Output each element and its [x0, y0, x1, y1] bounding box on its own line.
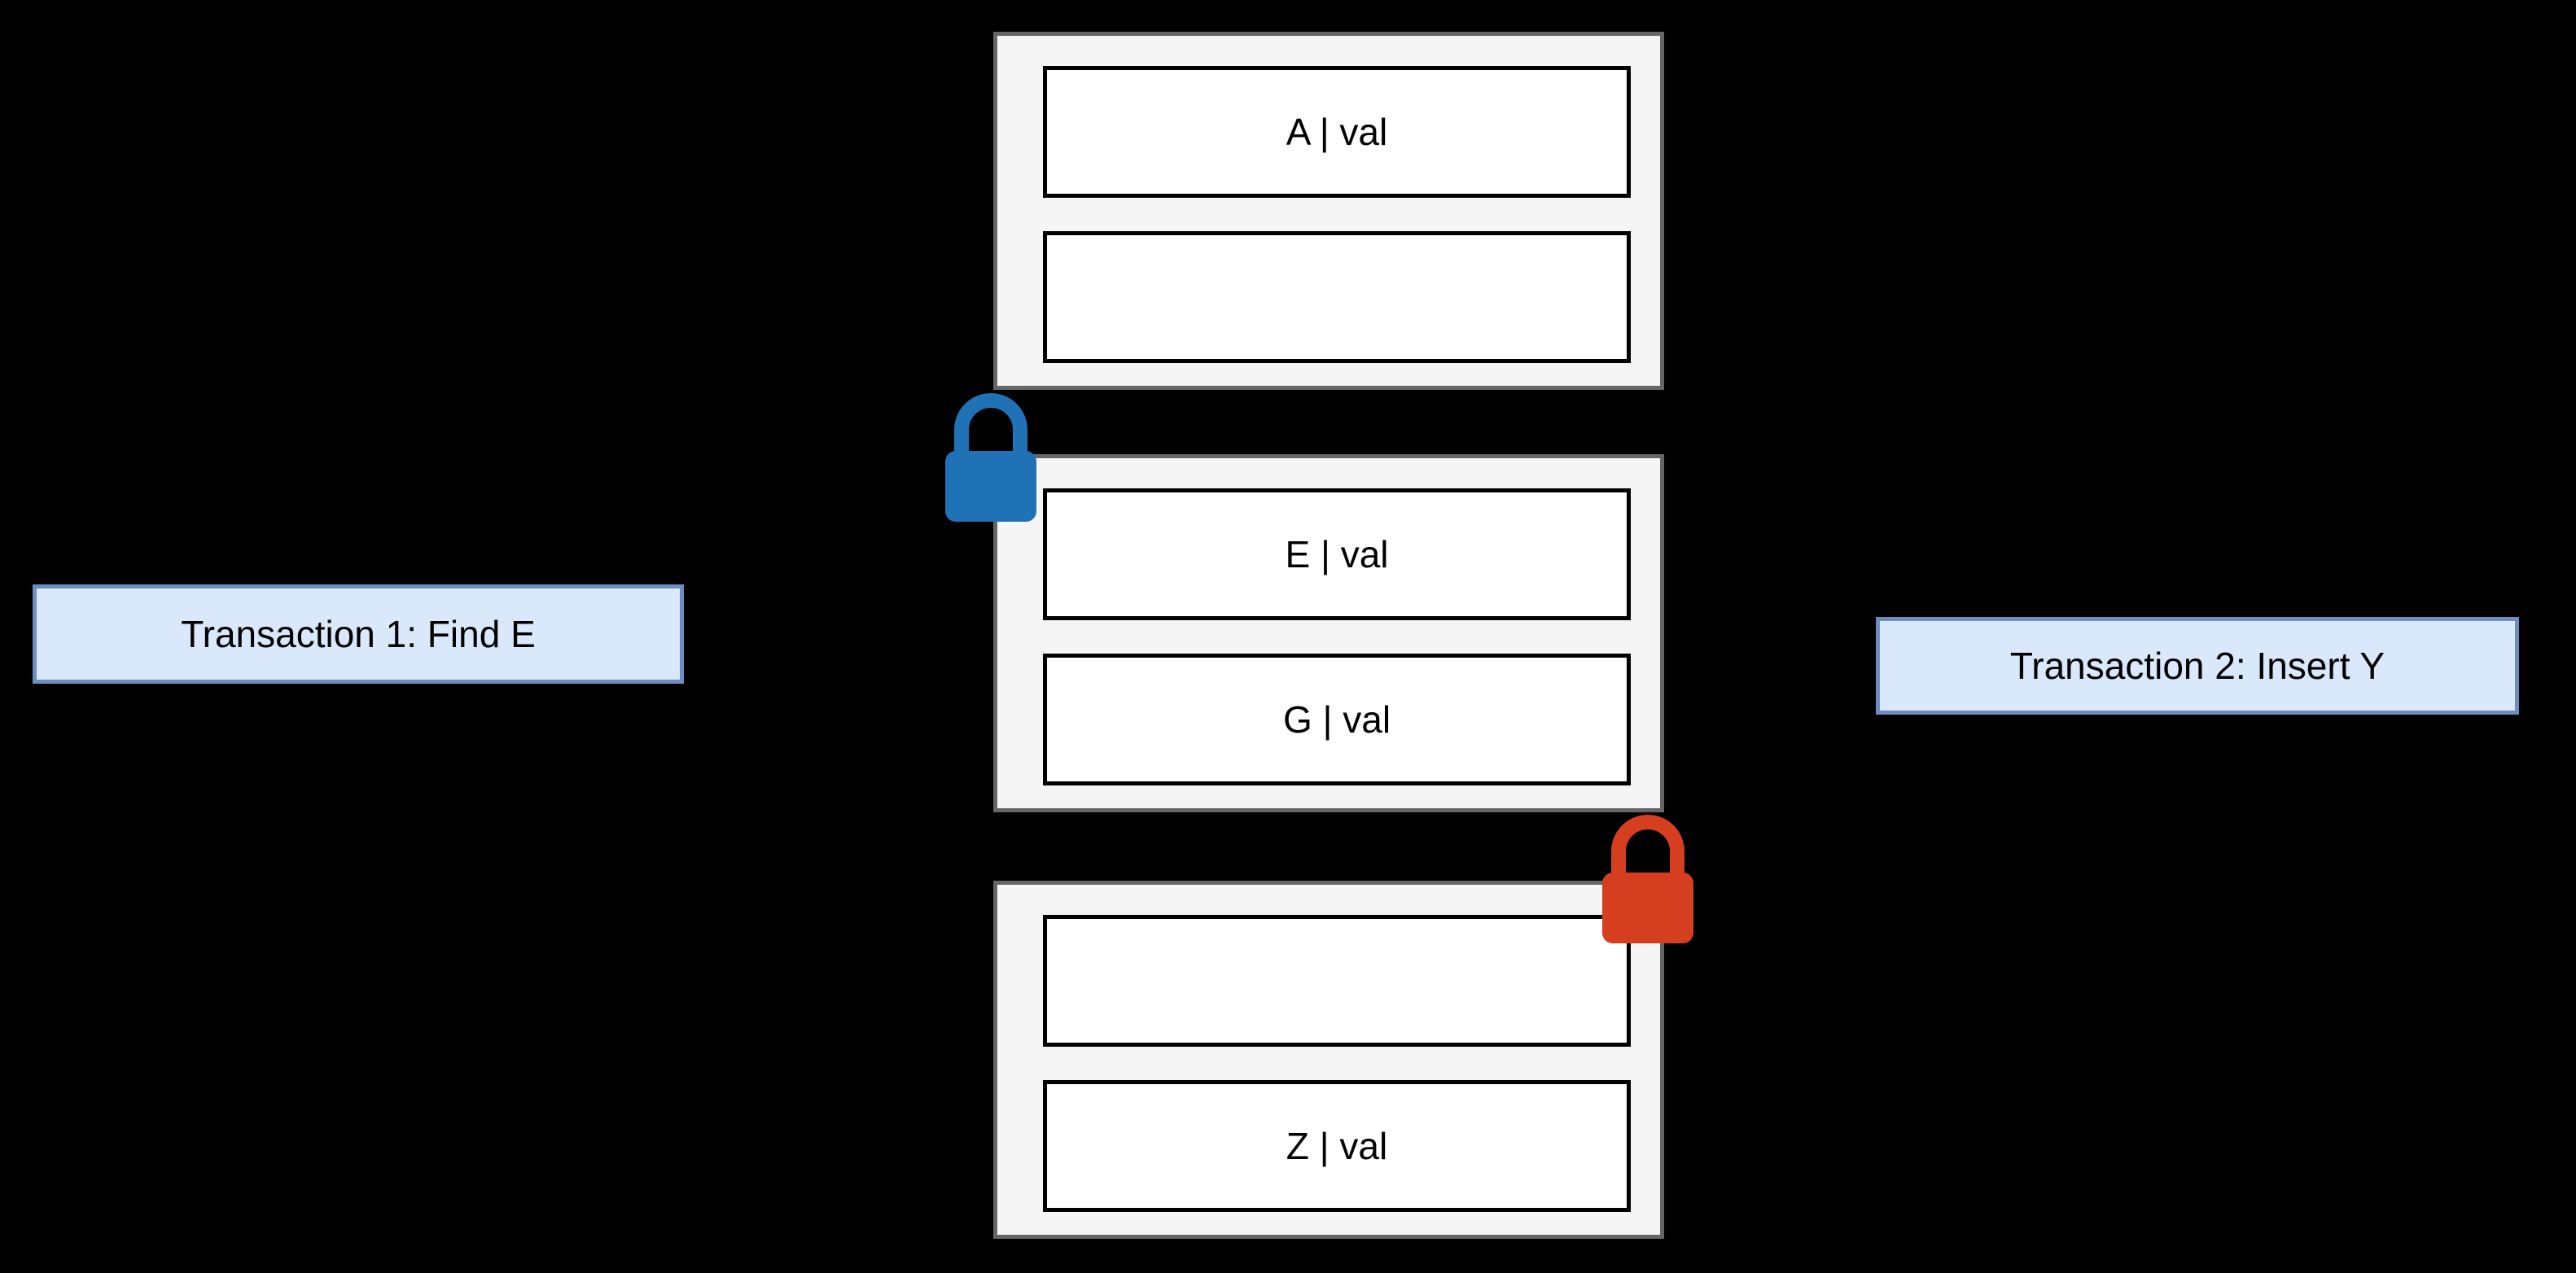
red-lock-icon	[1602, 815, 1693, 943]
transaction-2-label: Transaction 2: Insert Y	[1876, 617, 2519, 715]
index-page-bottom: Z | val	[993, 881, 1664, 1239]
record-row-empty	[1043, 915, 1631, 1047]
record-row: G | val	[1043, 654, 1631, 785]
blue-lock-shackle	[954, 393, 1027, 462]
record-row: A | val	[1043, 66, 1631, 198]
transaction-2-text: Transaction 2: Insert Y	[2009, 645, 2385, 687]
index-page-top: A | val	[993, 32, 1664, 390]
transaction-1-text: Transaction 1: Find E	[181, 613, 536, 655]
red-lock-shackle	[1611, 815, 1684, 884]
record-row: E | val	[1043, 488, 1631, 620]
transaction-1-label: Transaction 1: Find E	[33, 584, 684, 684]
blue-lock-icon	[945, 393, 1036, 522]
record-row: Z | val	[1043, 1080, 1631, 1212]
record-row-empty	[1043, 231, 1631, 363]
blue-lock-body	[945, 451, 1036, 522]
red-lock-body	[1602, 873, 1693, 943]
index-page-middle: E | val G | val	[993, 454, 1664, 812]
